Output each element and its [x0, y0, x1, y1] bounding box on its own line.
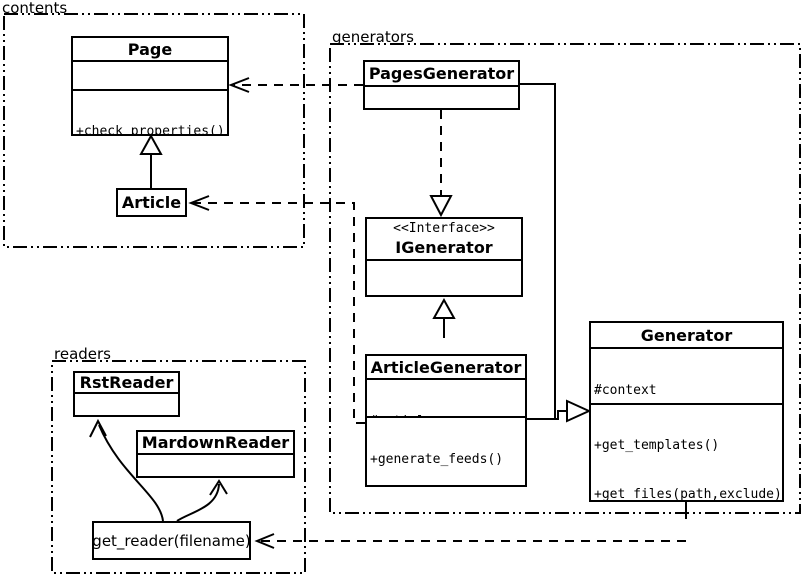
class-generator: Generator #context #settings #path #them… — [589, 321, 784, 502]
inheritance-triangle-page — [139, 133, 163, 155]
methods-compartment: +read() — [138, 455, 293, 476]
package-label-readers: readers — [54, 345, 111, 363]
class-title: ArticleGenerator — [367, 356, 525, 380]
class-mardown-reader: MardownReader +read() — [136, 430, 295, 478]
realization-triangle-igenerator — [429, 195, 453, 218]
class-title: RstReader — [75, 373, 178, 394]
attributes-compartment: #context #settings #path #theme #output_… — [591, 349, 782, 403]
arrowhead-mardownreader — [209, 479, 228, 496]
function-get-reader: get_reader(filename) — [92, 521, 251, 560]
curve-getreader-rstreader — [98, 424, 164, 522]
methods-compartment: +read() — [75, 394, 178, 415]
methods-compartment: +generate_context() +generate_output() — [367, 261, 521, 296]
dependency-arrowhead-page — [228, 77, 250, 93]
dependency-arrowhead-article — [188, 195, 210, 211]
methods-compartment: +get_templates() +get_files(path,exclude… — [591, 402, 782, 500]
class-title: Page — [73, 38, 227, 62]
function-label: get_reader(filename) — [92, 531, 251, 550]
methods-compartment: +check_properties() — [73, 88, 227, 134]
class-title: MardownReader — [138, 432, 293, 455]
inheritance-line-pagesgenerator-generator — [520, 83, 556, 419]
attribute: #articles — [370, 414, 522, 416]
inheritance-triangle-igenerator — [432, 297, 456, 319]
class-page: Page +url +slug +summary +check_properti… — [71, 36, 229, 136]
class-title: Article — [121, 193, 182, 212]
method: +get_files(path,exclude) — [594, 487, 782, 500]
package-label-contents: contents — [2, 0, 68, 17]
attributes-compartment: +url +slug +summary — [73, 62, 227, 89]
arrowhead-rstreader — [89, 418, 107, 438]
class-article-generator: ArticleGenerator #articles #dates #tags … — [365, 354, 527, 487]
method: +generate_feeds() — [370, 451, 504, 467]
method: +check_properties() — [76, 124, 225, 134]
package-border-generators — [329, 43, 801, 514]
method: +get_templates() — [594, 438, 720, 454]
class-title: PagesGenerator — [365, 62, 518, 87]
class-igenerator: <<Interface>> IGenerator +generate_conte… — [365, 217, 523, 297]
methods-compartment: +generate_feeds() +generate_pages() — [367, 415, 525, 485]
class-article: Article — [116, 188, 187, 217]
inheritance-line-articlegenerator-generator — [527, 410, 567, 420]
stereotype: <<Interface>> — [393, 220, 495, 236]
inheritance-triangle-generator — [566, 399, 592, 423]
attributes-compartment: #articles #dates #tags #categories — [367, 380, 525, 416]
dependency-arrowhead-getreader — [254, 533, 275, 549]
class-title: Generator — [591, 323, 782, 349]
package-label-generators: generators — [332, 28, 414, 46]
package-border-contents — [3, 13, 305, 248]
class-pages-generator: PagesGenerator #pages — [363, 60, 520, 110]
class-header: <<Interface>> IGenerator — [367, 219, 521, 261]
curve-getreader-mardownreader — [176, 483, 220, 522]
attributes-compartment: #pages — [365, 87, 518, 108]
class-rst-reader: RstReader +read() — [73, 371, 180, 417]
dependency-line-articlegenerator-article — [193, 202, 365, 424]
attribute: #context — [594, 382, 657, 398]
package-border-readers — [51, 360, 306, 574]
class-title: IGenerator — [395, 237, 493, 257]
